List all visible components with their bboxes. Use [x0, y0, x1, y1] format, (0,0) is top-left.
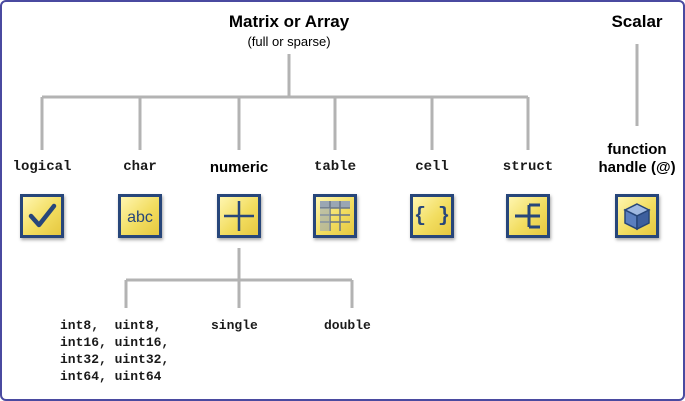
function-handle-line1: function: [607, 141, 667, 158]
type-label-cell: cell: [415, 159, 449, 175]
integer-types-line: int32, uint32,: [60, 352, 170, 367]
integer-types-line: int8, uint8,: [60, 318, 162, 333]
matrix-title: Matrix or Array: [228, 12, 350, 31]
integer-types-line: int64, uint64: [60, 369, 162, 384]
quadrant-grid-icon: [217, 194, 261, 238]
type-label-function-handle: function handle (@): [598, 141, 675, 177]
type-label-numeric: numeric: [209, 159, 269, 176]
curly-braces-icon: { }: [410, 194, 454, 238]
integer-types-line: int16, uint16,: [60, 335, 170, 350]
type-label-table: table: [313, 159, 357, 175]
matrix-subtitle: (full or sparse): [247, 34, 331, 49]
scalar-title: Scalar: [611, 12, 663, 31]
double-type: double: [324, 318, 371, 333]
integer-types: int8, uint8, int16, uint16, int32, uint3…: [60, 317, 169, 385]
function-handle-line2: handle (@): [598, 159, 676, 176]
checkmark-icon: [20, 194, 64, 238]
abc-glyph: abc: [127, 209, 153, 226]
type-label-char: char: [123, 159, 157, 175]
struct-tree-icon: [506, 194, 550, 238]
abc-text-icon: abc: [118, 194, 162, 238]
single-type: single: [211, 318, 258, 333]
type-label-logical: logical: [12, 159, 72, 175]
cube-icon: [615, 194, 659, 238]
table-grid-icon: [313, 194, 357, 238]
braces-glyph: { }: [413, 204, 450, 228]
type-label-struct: struct: [502, 159, 554, 175]
